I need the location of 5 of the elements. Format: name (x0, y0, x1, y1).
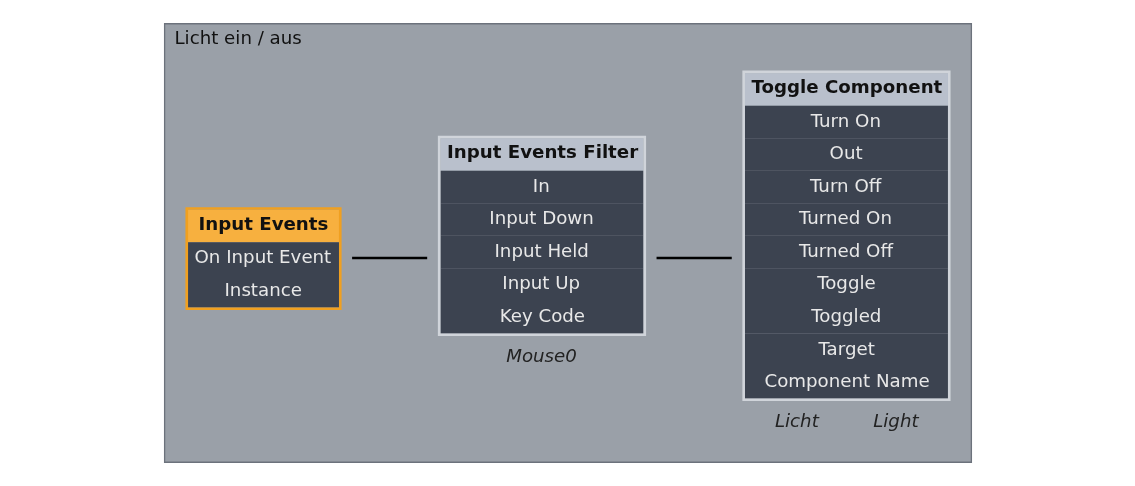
connector (656, 256, 732, 260)
node-label: Licht (774, 410, 819, 432)
node-label: Mouse0 (505, 345, 577, 367)
connector (351, 256, 427, 260)
node-label: Light (872, 410, 919, 432)
